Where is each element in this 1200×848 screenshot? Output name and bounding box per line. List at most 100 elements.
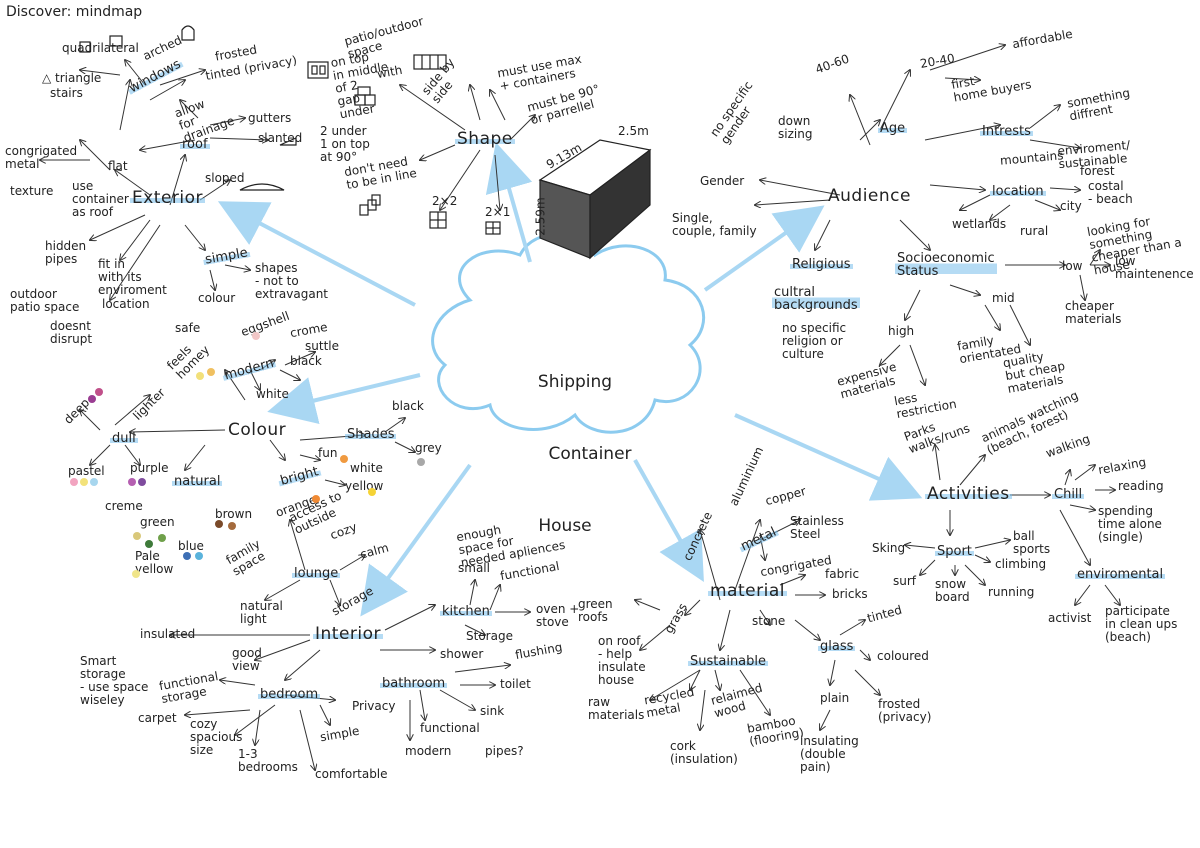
swatch-purple-1 (128, 478, 136, 486)
bathroom-node: bathroom (380, 676, 448, 691)
shades-grey-text: grey (415, 441, 442, 455)
swatch-deep-pink (95, 388, 103, 396)
swatch-orange (312, 495, 320, 503)
roof-node: roof (180, 137, 210, 152)
location-text: location (102, 297, 150, 311)
center-line-3: House (538, 516, 592, 536)
shower-text: shower (440, 647, 484, 661)
gutters-text: gutters (248, 111, 292, 125)
safe-text: safe (175, 321, 201, 335)
use-container-roof-text: use container as roof (72, 179, 129, 219)
forest-text: forest (1080, 164, 1115, 178)
skiing-text: Sking (872, 541, 906, 555)
purple-text: purple (130, 461, 169, 475)
fun-text: fun (318, 446, 338, 460)
colour-node: Colour (228, 420, 287, 440)
dimension-height-text: 2.59m (533, 197, 548, 236)
congregated-metal-text: congrigated metal (5, 144, 78, 171)
stone-text: stone (752, 614, 786, 628)
swatch-pastel-pink (70, 478, 78, 486)
quadrilateral-text: quadrilateral (62, 41, 139, 55)
shades-node: Shades (345, 427, 397, 442)
hidden-pipes-text: hidden pipes (45, 239, 87, 266)
creme-text: creme (105, 499, 143, 513)
cheaper-materials-text: cheaper materials (1065, 299, 1122, 326)
age-node: Age (878, 121, 908, 136)
sloped-text: sloped (205, 171, 245, 185)
pastel-text: pastel (68, 464, 105, 478)
natural-light-text: natural light (240, 599, 283, 626)
exterior-node: Exterior (130, 188, 206, 208)
coastal-text: costal - beach (1088, 179, 1133, 206)
swatch-blue-2 (195, 552, 203, 560)
cozy-spacious-text: cozy spacious size (190, 717, 243, 757)
kitchen-storage-text: Storage (466, 629, 513, 643)
insulated-text: insulated (140, 627, 196, 641)
pipes-text: pipes? (485, 744, 524, 758)
running-text: running (988, 585, 1035, 599)
material-node: material (708, 581, 787, 601)
mid-text: mid (992, 291, 1015, 305)
cork-text: cork (insulation) (670, 739, 738, 766)
two-under-text: 2 under 1 on top at 90° (320, 124, 370, 164)
surf-text: surf (893, 574, 917, 588)
stairs-text: stairs (50, 86, 83, 100)
location-node: location (990, 184, 1046, 199)
stainless-text: Stainless Steel (790, 514, 844, 541)
raw-materials-text: raw materials (588, 695, 645, 722)
triangle-text: △ triangle (42, 71, 102, 85)
audience-node: Audience (828, 186, 911, 206)
climbing-text: climbing (995, 557, 1047, 571)
good-view-text: good view (232, 646, 262, 673)
shape-sketches (79, 25, 501, 235)
swatch-pale-yellow (132, 570, 140, 578)
swatch-fun (340, 455, 348, 463)
religious-node: Religious (790, 257, 853, 272)
chill-node: Chill (1052, 487, 1085, 502)
dull-node: dull (110, 431, 138, 446)
center-line-2: Container (548, 444, 632, 464)
cultural-node: cultral backgrounds (772, 285, 860, 313)
shapes-not-extravagant-text: shapes - not to extravagant (255, 261, 329, 301)
yellow-text: yellow (345, 479, 384, 493)
container-sketch (538, 139, 652, 260)
modern-black-text: black (290, 354, 322, 368)
socioeconomic-node: Socioeconomic Status (895, 251, 997, 279)
swatch-green-2 (145, 540, 153, 548)
swatch-purple-2 (138, 478, 146, 486)
bricks-text: bricks (832, 587, 868, 601)
outdoor-patio-text: outdoor patio space (10, 287, 80, 314)
insulating-text: insulating (double pain) (800, 734, 859, 774)
texture-text: texture (10, 184, 54, 198)
swatch-blue-1 (183, 552, 191, 560)
sink-text: sink (480, 704, 505, 718)
slanted-text: slanted (258, 131, 303, 145)
page-title: Discover: mindmap (6, 4, 143, 20)
center-line-1: Shipping (537, 372, 613, 392)
shape-node: Shape (455, 129, 515, 149)
single-couple-family-text: Single, couple, family (672, 211, 757, 238)
low-text: low (1062, 259, 1083, 273)
interior-node: Interior (313, 624, 384, 644)
modern-white-text: white (256, 387, 289, 401)
rural-text: rural (1020, 224, 1049, 238)
low-maintenance-text: low maintenence (1115, 254, 1194, 281)
suttle-text: suttle (305, 339, 339, 353)
flat-text: flat (108, 159, 128, 173)
swatch-homey-1 (196, 372, 204, 380)
swatch-brown-1 (215, 520, 223, 528)
doesnt-disrupt-text: doesnt disrupt (50, 319, 93, 346)
swatch-green-1 (133, 532, 141, 540)
lounge-node: lounge (292, 566, 341, 581)
participate-text: participate in clean ups (beach) (1105, 604, 1178, 644)
reading-text: reading (1118, 479, 1164, 493)
fit-in-text: fit in with its enviroment (98, 257, 167, 297)
wetlands-text: wetlands (952, 217, 1007, 231)
interests-node: Intrests (980, 124, 1033, 139)
shades-white-text: white (350, 461, 383, 475)
toilet-text: toilet (500, 677, 531, 691)
sustainable-node: Sustainable (688, 654, 769, 669)
two-by-one-text: 2×1 (485, 205, 511, 219)
